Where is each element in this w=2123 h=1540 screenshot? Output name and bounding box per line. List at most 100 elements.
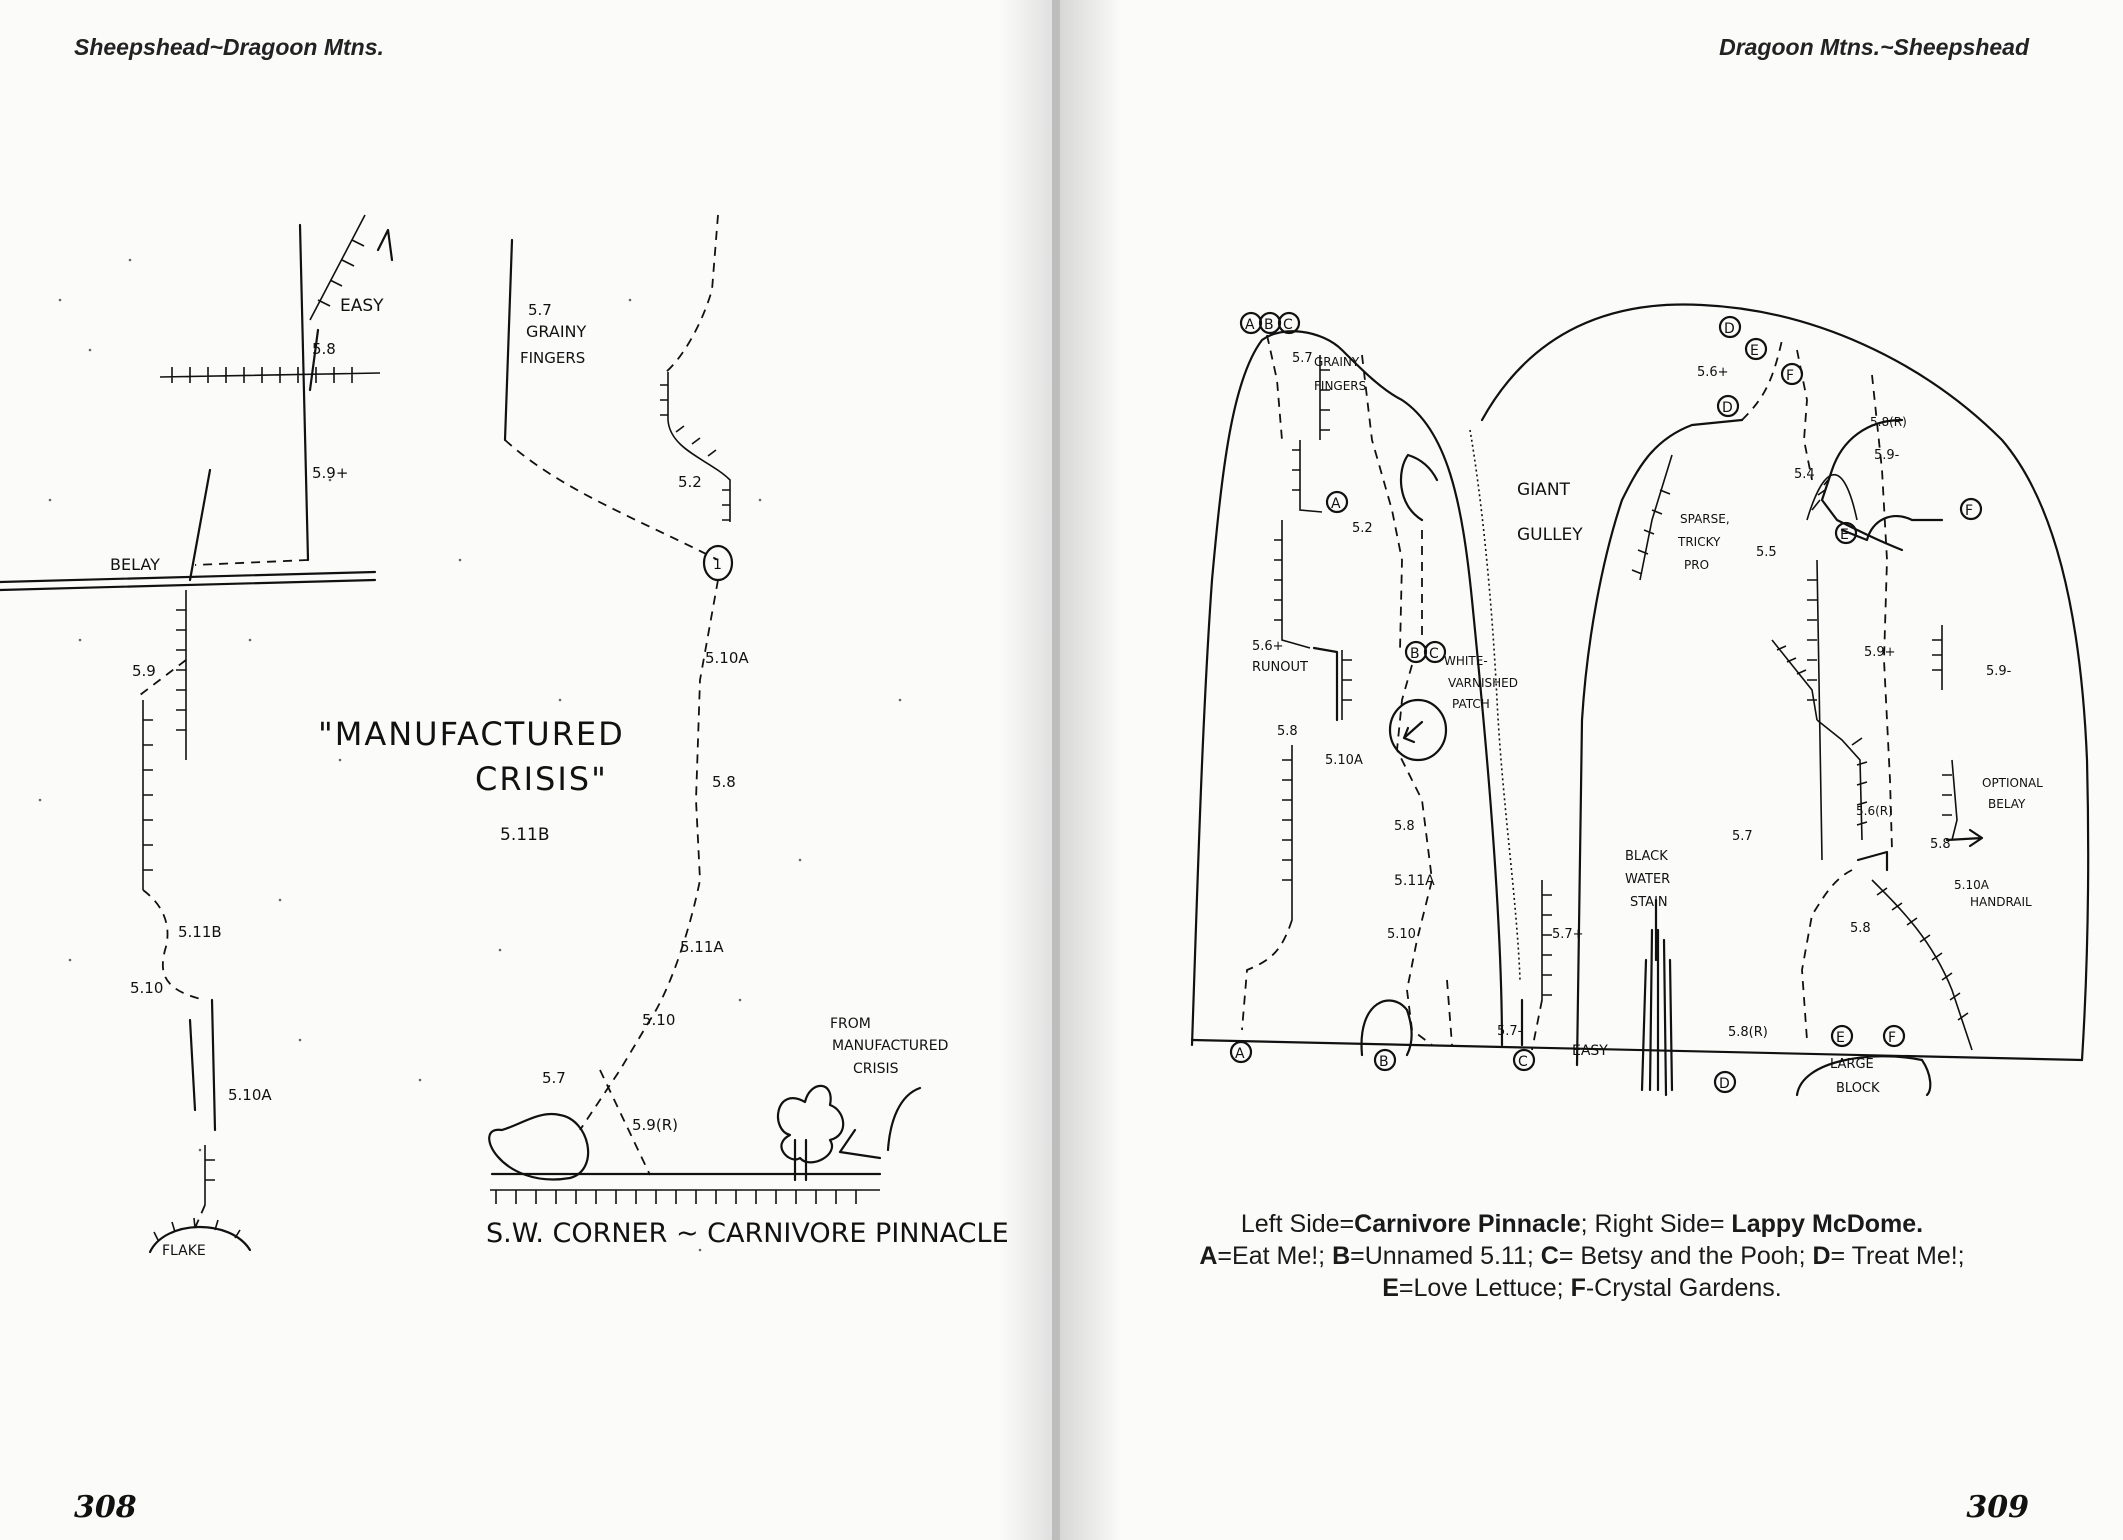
grade-5-8-low: 5.8 [1850, 921, 1871, 936]
marker-b-top: B [1264, 317, 1274, 333]
marker-e-top: E [1750, 343, 1759, 359]
large-block-line2: BLOCK [1836, 1081, 1880, 1096]
right-page: Dragoon Mtns.~Sheepshead [1052, 0, 2123, 1540]
grade-5-10: 5.10 [130, 979, 163, 997]
running-head-right: Dragoon Mtns.~Sheepshead [1719, 34, 2029, 60]
running-head-left: Sheepshead~Dragoon Mtns. [74, 34, 384, 60]
sparse-line3: PRO [1684, 558, 1709, 572]
caption-line1: Left Side=Carnivore Pinnacle; Right Side… [1240, 1210, 1924, 1238]
black-water-stain [1640, 898, 1674, 1097]
grade-5-9-plus: 5.9+ [312, 464, 348, 482]
topo-b-labels: 5.7 GRAINY FINGERS 5.2 1 5.10A 5.8 5.11A… [520, 301, 948, 1134]
optional-line2: BELAY [1988, 797, 2026, 811]
from-line1: FROM [830, 1016, 871, 1032]
marker-c-mid: C [1429, 646, 1439, 662]
marker-d-top: D [1724, 321, 1735, 337]
right-topo-drawing: A B C A B C A B C D E F D E F D E F 5.7 … [1190, 303, 2090, 1097]
large-block-line1: LARGE [1830, 1057, 1874, 1072]
from-line3: CRISIS [853, 1061, 899, 1077]
grade-5-9-plus: 5.9+ [1864, 645, 1896, 660]
marker-c-top: C [1283, 317, 1293, 333]
label-easy: EASY [340, 296, 384, 316]
label-easy: EASY [1572, 1043, 1608, 1059]
route-start-letters: A B C A B C A B C D E F D E F D E F [1235, 317, 1973, 1092]
left-topo-drawing: EASY 5.8 5.9+ BELAY 5.9 5.11B 5.10 5.10A… [0, 214, 1009, 1259]
marker-b-mid: B [1410, 646, 1420, 662]
topo-a-lines [0, 214, 394, 1254]
carnivore-routes [1241, 334, 1552, 1057]
label-flake: FLAKE [162, 1243, 206, 1259]
marker-a-start: A [1235, 1046, 1245, 1062]
grade-5-10-left: 5.10 [1387, 927, 1416, 942]
marker-a-mid: A [1331, 496, 1341, 512]
sparse-line2: TRICKY [1677, 535, 1721, 549]
grade-5-10a: 5.10A [705, 649, 749, 667]
marker-a-top: A [1245, 317, 1255, 333]
white-line2: VARNISHED [1448, 676, 1518, 690]
grade-5-9-minus-top: 5.9- [1874, 448, 1900, 463]
optional-line1: OPTIONAL [1982, 776, 2043, 790]
caption-line3: E=Love Lettuce; F-Crystal Gardens. [1382, 1274, 1782, 1302]
grade-5-8-mid: 5.8 [1394, 819, 1415, 834]
grade-5-2: 5.2 [1352, 521, 1373, 536]
topo-b-lines [488, 214, 922, 1204]
grade-5-8r-top: 5.8(R) [1870, 415, 1907, 429]
topo-labels: 5.7 GRAINY FINGERS GIANT GULLEY 5.2 5.6+… [1252, 351, 2043, 1096]
grade-5-7-low: 5.7 [542, 1069, 566, 1087]
marker-c-start: C [1518, 1054, 1528, 1070]
corner-caption: S.W. CORNER ~ CARNIVORE PINNACLE [486, 1218, 1009, 1249]
lappy-routes [1575, 339, 1984, 1097]
giant-line1: GIANT [1517, 480, 1571, 500]
grainy-line2: FINGERS [1314, 379, 1366, 393]
grade-5-7: 5.7 [528, 301, 552, 319]
grade-5-8: 5.8 [312, 340, 336, 358]
grade-5-7-right: 5.7 [1732, 829, 1753, 844]
route-grade: 5.11B [500, 825, 550, 845]
grade-5-10: 5.10 [642, 1011, 675, 1029]
grade-5-9r: 5.9(R) [632, 1116, 678, 1134]
grade-5-7-plus: 5.7+ [1552, 927, 1584, 942]
marker-d-mid: D [1722, 400, 1733, 416]
label-handrail: HANDRAIL [1970, 895, 2032, 909]
grade-5-8r-low: 5.8(R) [1728, 1025, 1768, 1040]
marker-f-start: F [1888, 1030, 1896, 1046]
marker-e-mid: E [1840, 527, 1849, 543]
grainy-fingers-line1: GRAINY [526, 322, 587, 341]
left-page: Sheepshead~Dragoon Mtns. [0, 0, 1052, 1540]
marker-e-start: E [1836, 1030, 1845, 1046]
grade-5-11b: 5.11B [178, 923, 222, 941]
rock-stipple [38, 258, 902, 1252]
grade-5-5: 5.5 [1756, 545, 1777, 560]
route-title-line2: CRISIS" [475, 760, 608, 798]
grade-5-10a: 5.10A [228, 1086, 272, 1104]
sparse-line1: SPARSE, [1680, 512, 1730, 526]
figure-caption: Left Side=Carnivore Pinnacle; Right Side… [1142, 1208, 2022, 1304]
grade-5-9-minus-right: 5.9- [1986, 664, 2012, 679]
grade-5-7-minus: 5.7- [1497, 1024, 1523, 1039]
grainy-line1: GRAINY [1314, 355, 1360, 369]
from-line2: MANUFACTURED [832, 1038, 948, 1054]
label-runout: RUNOUT [1252, 660, 1308, 675]
grade-5-10a-handrail: 5.10A [1954, 878, 1990, 892]
grainy-fingers-line2: FINGERS [520, 349, 585, 367]
grade-5-8: 5.8 [712, 773, 736, 791]
grade-5-11a: 5.11A [1394, 873, 1435, 889]
formation-outlines [1190, 303, 2090, 1062]
caption-right-name: Lappy McDome. [1731, 1210, 1924, 1238]
black-line1: BLACK [1625, 849, 1668, 864]
route-start-markers [1229, 311, 1983, 1094]
giant-line2: GULLEY [1517, 525, 1583, 545]
grade-5-8-right: 5.8 [1930, 837, 1951, 852]
black-line2: WATER [1625, 872, 1670, 887]
marker-b-start: B [1379, 1054, 1389, 1070]
grade-5-6-plus: 5.6+ [1252, 639, 1284, 654]
black-line3: STAIN [1630, 895, 1668, 910]
grade-5-2: 5.2 [678, 473, 702, 491]
grade-5-8-left: 5.8 [1277, 724, 1298, 739]
route-title-line1: "MANUFACTURED [318, 715, 625, 753]
marker-f-top: F [1786, 368, 1794, 384]
grade-5-9: 5.9 [132, 662, 156, 680]
caption-line2: A=Eat Me!; B=Unnamed 5.11; C= Betsy and … [1199, 1242, 1965, 1270]
grade-5-7-grainy: 5.7 [1292, 351, 1313, 366]
label-belay: BELAY [110, 555, 160, 574]
